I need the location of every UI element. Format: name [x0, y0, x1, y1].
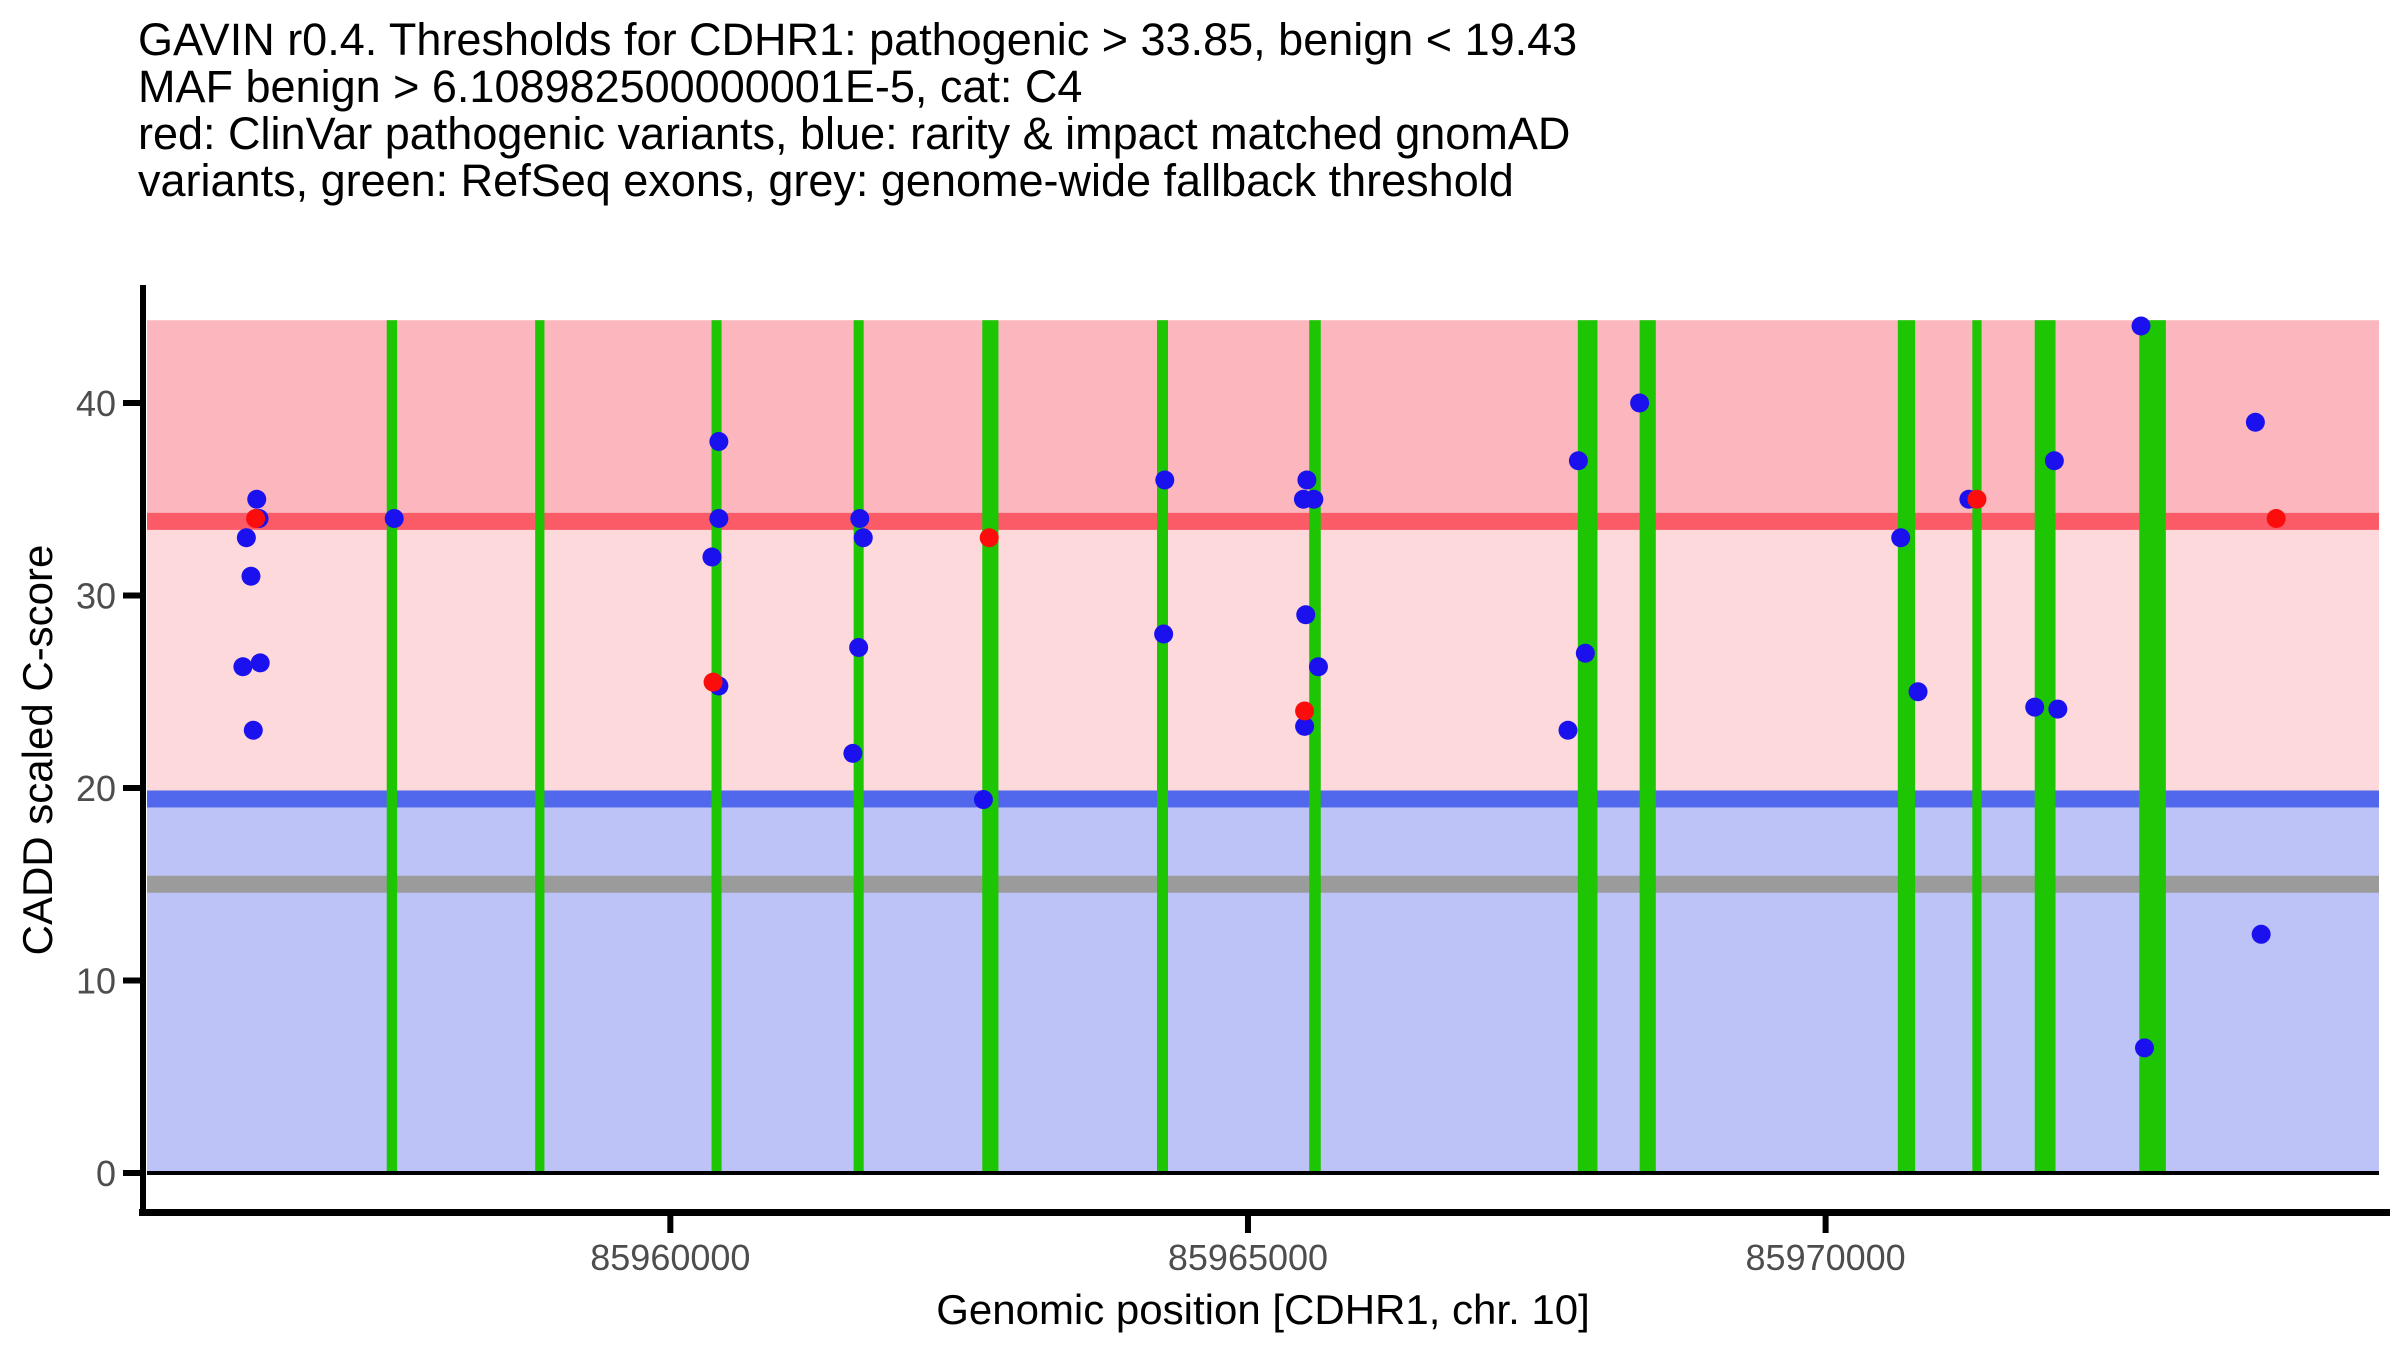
gnomad-variant-point: [2131, 316, 2151, 336]
pathogenic-region: [147, 320, 2379, 522]
clinvar-variant-point: [1967, 489, 1987, 509]
gnomad-variant-point: [2245, 412, 2265, 432]
y-tick-mark: [123, 977, 141, 984]
gnomad-variant-point: [236, 528, 256, 548]
gnomad-variant-point: [384, 509, 404, 528]
gnomad-variant-point: [241, 566, 261, 586]
gnomad-variant-point: [250, 653, 270, 673]
y-axis-title: CADD scaled C-score: [14, 544, 61, 956]
gnomad-variant-point: [1568, 451, 1588, 471]
clinvar-variant-point: [246, 509, 266, 528]
title-line-2: MAF benign > 6.108982500000001E-5, cat: …: [138, 61, 1083, 112]
gnomad-variant-point: [1154, 624, 1174, 644]
benign-region: [147, 798, 2379, 1173]
refseq-exon-bar: [386, 320, 398, 1174]
gnomad-variant-point: [2044, 451, 2064, 471]
title-line-3: red: ClinVar pathogenic variants, blue: …: [138, 108, 1571, 159]
clinvar-variant-point: [703, 672, 723, 692]
gnomad-variant-point: [1296, 605, 1316, 625]
gnomad-variant-point: [1308, 657, 1328, 677]
title-line-1: GAVIN r0.4. Thresholds for CDHR1: pathog…: [138, 14, 1578, 65]
refseq-exon-bar: [711, 320, 722, 1174]
gnomad-variant-point: [1908, 682, 1928, 702]
y-tick-mark: [123, 785, 141, 791]
gnomad-variant-point: [709, 509, 729, 528]
refseq-exon-bar: [1639, 320, 1656, 1174]
gnomad-variant-point: [1297, 470, 1317, 490]
gnomad-variant-point: [2025, 697, 2045, 717]
x-axis-line: [139, 1209, 2390, 1216]
x-tick-mark: [1244, 1216, 1251, 1233]
gnomad-variant-point: [247, 489, 267, 509]
x-axis-title: Genomic position [CDHR1, chr. 10]: [936, 1286, 1590, 1333]
gnomad-variant-point: [2251, 924, 2271, 944]
refseq-exon-bar: [1577, 320, 1598, 1174]
gnomad-variant-point: [1891, 528, 1911, 548]
x-tick-mark: [1822, 1216, 1829, 1233]
gnomad-variant-point: [233, 657, 253, 677]
y-tick-label: 40: [76, 383, 116, 424]
gnomad-variant-point: [1575, 643, 1595, 663]
refseq-exon-bar: [1972, 320, 1982, 1174]
gnomad-variant-point: [853, 528, 873, 548]
refseq-exon-bar: [2034, 320, 2056, 1174]
gnomad-variant-point: [1304, 489, 1324, 509]
x-tick-mark: [667, 1216, 674, 1233]
gnomad-variant-point: [2048, 699, 2068, 719]
y-tick-mark: [123, 1170, 141, 1176]
clinvar-variant-point: [2266, 509, 2286, 528]
gnomad-variant-point: [243, 720, 263, 740]
y-tick-mark: [123, 592, 141, 599]
plot-title: GAVIN r0.4. Thresholds for CDHR1: pathog…: [138, 16, 1577, 204]
gnomad-variant-point: [1155, 470, 1175, 490]
clinvar-variant-point: [979, 528, 999, 548]
y-tick-label: 0: [96, 1153, 116, 1194]
y-tick-label: 10: [76, 961, 116, 1002]
y-axis-line: [140, 285, 146, 1216]
refseq-exon-bar: [535, 320, 545, 1174]
gnomad-variant-point: [850, 509, 870, 528]
refseq-exon-bar: [1897, 320, 1916, 1174]
refseq-exon-bar: [1157, 320, 1168, 1174]
x-tick-label: 85970000: [1746, 1237, 1906, 1278]
zero-line: [147, 1171, 2379, 1175]
gnomad-variant-point: [709, 432, 729, 451]
x-tick-label: 85960000: [590, 1237, 750, 1278]
gnomad-variant-point: [702, 547, 722, 567]
gnomad-variant-point: [843, 743, 863, 763]
gnomad-variant-point: [849, 637, 869, 657]
refseq-exon-bar: [1309, 320, 1321, 1174]
threshold-band-benign: [147, 790, 2379, 808]
gnomad-variant-point: [1630, 393, 1650, 413]
refseq-exon-bar: [2139, 320, 2166, 1174]
threshold-band-fallback: [147, 875, 2379, 893]
title-line-4: variants, green: RefSeq exons, grey: gen…: [138, 155, 1514, 206]
threshold-band-pathogenic: [147, 512, 2379, 530]
x-tick-label: 85965000: [1168, 1237, 1328, 1278]
gnomad-variant-point: [1295, 716, 1315, 736]
refseq-exon-bar: [982, 320, 999, 1174]
vous-region: [147, 521, 2379, 799]
y-tick-label: 30: [76, 576, 116, 617]
gnomad-variant-point: [1558, 720, 1578, 740]
y-tick-label: 20: [76, 768, 116, 809]
clinvar-variant-point: [1295, 701, 1315, 721]
y-tick-mark: [123, 400, 141, 406]
gnomad-variant-point: [2134, 1038, 2154, 1058]
gnomad-variant-point: [973, 790, 993, 810]
